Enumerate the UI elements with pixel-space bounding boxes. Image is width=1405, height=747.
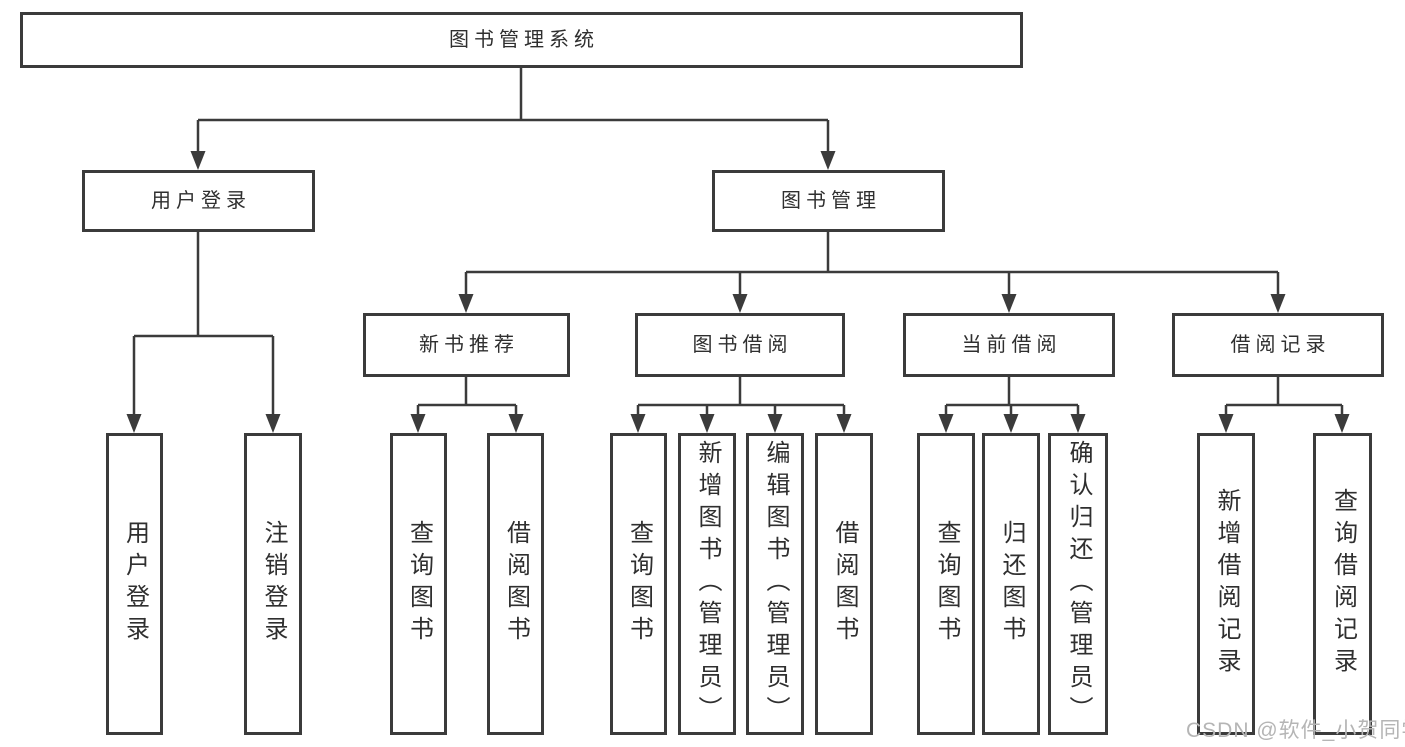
leaf-bb-add-books-admin: 新增图书（管理员） bbox=[678, 433, 736, 735]
connector-line bbox=[416, 377, 518, 418]
arrow-down-icon bbox=[265, 414, 281, 433]
csdn-watermark: CSDN @软件_小贺同学 bbox=[1186, 719, 1405, 742]
node-label: 查询图书 bbox=[405, 520, 433, 648]
leaf-nbr-query-books: 查询图书 bbox=[390, 433, 447, 735]
leaf-cb-return-books: 归还图书 bbox=[982, 433, 1040, 735]
arrow-down-icon bbox=[1218, 414, 1234, 433]
connector-line bbox=[464, 232, 1280, 298]
arrow-down-icon bbox=[699, 414, 715, 433]
connector-line bbox=[132, 232, 275, 418]
arrow-down-icon bbox=[767, 414, 783, 433]
connector-root-children bbox=[190, 68, 836, 170]
leaf-logout: 注销登录 bbox=[244, 433, 302, 735]
node-label: 图书管理 bbox=[781, 190, 881, 212]
node-label: 编辑图书（管理员） bbox=[762, 440, 789, 728]
arrow-down-icon bbox=[458, 294, 474, 313]
connector-new-book-children bbox=[410, 377, 524, 433]
node-user-login: 用户登录 bbox=[82, 170, 315, 232]
node-label: 查询借阅记录 bbox=[1329, 488, 1357, 680]
leaf-br-query-record: 查询借阅记录 bbox=[1313, 433, 1372, 735]
node-label: 确认归还（管理员） bbox=[1065, 440, 1092, 728]
connector-book-management-children bbox=[458, 232, 1286, 313]
arrow-down-icon bbox=[630, 414, 646, 433]
node-label: 借阅图书 bbox=[831, 520, 858, 648]
arrow-down-icon bbox=[820, 151, 836, 170]
connector-book-borrow-children bbox=[630, 377, 852, 433]
node-label: 新增图书（管理员） bbox=[694, 440, 721, 728]
node-book-borrow: 图书借阅 bbox=[635, 313, 845, 377]
node-label: 新书推荐 bbox=[419, 334, 519, 356]
node-new-book-recommend: 新书推荐 bbox=[363, 313, 570, 377]
arrow-down-icon bbox=[508, 414, 524, 433]
connector-line bbox=[636, 377, 846, 418]
node-label: 当前借阅 bbox=[961, 334, 1062, 356]
leaf-cb-confirm-return-admin: 确认归还（管理员） bbox=[1048, 433, 1108, 735]
node-label: 用户登录 bbox=[151, 190, 251, 212]
leaf-nbr-borrow-books: 借阅图书 bbox=[487, 433, 544, 735]
leaf-bb-borrow-books: 借阅图书 bbox=[815, 433, 873, 735]
leaf-cb-query-books: 查询图书 bbox=[917, 433, 975, 735]
node-current-borrow: 当前借阅 bbox=[903, 313, 1115, 377]
connector-current-borrow-children bbox=[938, 377, 1086, 433]
connector-user-login-children bbox=[126, 232, 281, 433]
node-label: 图书管理系统 bbox=[449, 29, 599, 51]
connector-line bbox=[196, 68, 830, 155]
node-label: 查询图书 bbox=[933, 520, 960, 648]
node-label: 用户登录 bbox=[121, 520, 149, 648]
arrow-down-icon bbox=[1001, 294, 1017, 313]
node-label: 借阅图书 bbox=[502, 520, 530, 648]
connector-line bbox=[1224, 377, 1344, 418]
leaf-bb-edit-books-admin: 编辑图书（管理员） bbox=[746, 433, 804, 735]
arrow-down-icon bbox=[1334, 414, 1350, 433]
arrow-down-icon bbox=[410, 414, 426, 433]
arrow-down-icon bbox=[1270, 294, 1286, 313]
arrow-down-icon bbox=[1070, 414, 1086, 433]
node-label: 注销登录 bbox=[260, 520, 287, 648]
node-book-management: 图书管理 bbox=[712, 170, 945, 232]
leaf-bb-query-books: 查询图书 bbox=[610, 433, 667, 735]
node-root-system: 图书管理系统 bbox=[20, 12, 1023, 68]
leaf-user-login: 用户登录 bbox=[106, 433, 163, 735]
leaf-br-add-record: 新增借阅记录 bbox=[1197, 433, 1255, 735]
node-label: 借阅记录 bbox=[1230, 334, 1331, 356]
arrow-down-icon bbox=[836, 414, 852, 433]
arrow-down-icon bbox=[190, 151, 206, 170]
arrow-down-icon bbox=[938, 414, 954, 433]
connector-borrow-records-children bbox=[1218, 377, 1350, 433]
connector-line bbox=[944, 377, 1080, 418]
node-borrow-records: 借阅记录 bbox=[1172, 313, 1384, 377]
node-label: 图书借阅 bbox=[692, 334, 793, 356]
node-label: 归还图书 bbox=[998, 520, 1025, 648]
node-label: 查询图书 bbox=[625, 520, 653, 648]
node-label: 新增借阅记录 bbox=[1213, 488, 1240, 680]
arrow-down-icon bbox=[732, 294, 748, 313]
arrow-down-icon bbox=[1003, 414, 1019, 433]
arrow-down-icon bbox=[126, 414, 142, 433]
